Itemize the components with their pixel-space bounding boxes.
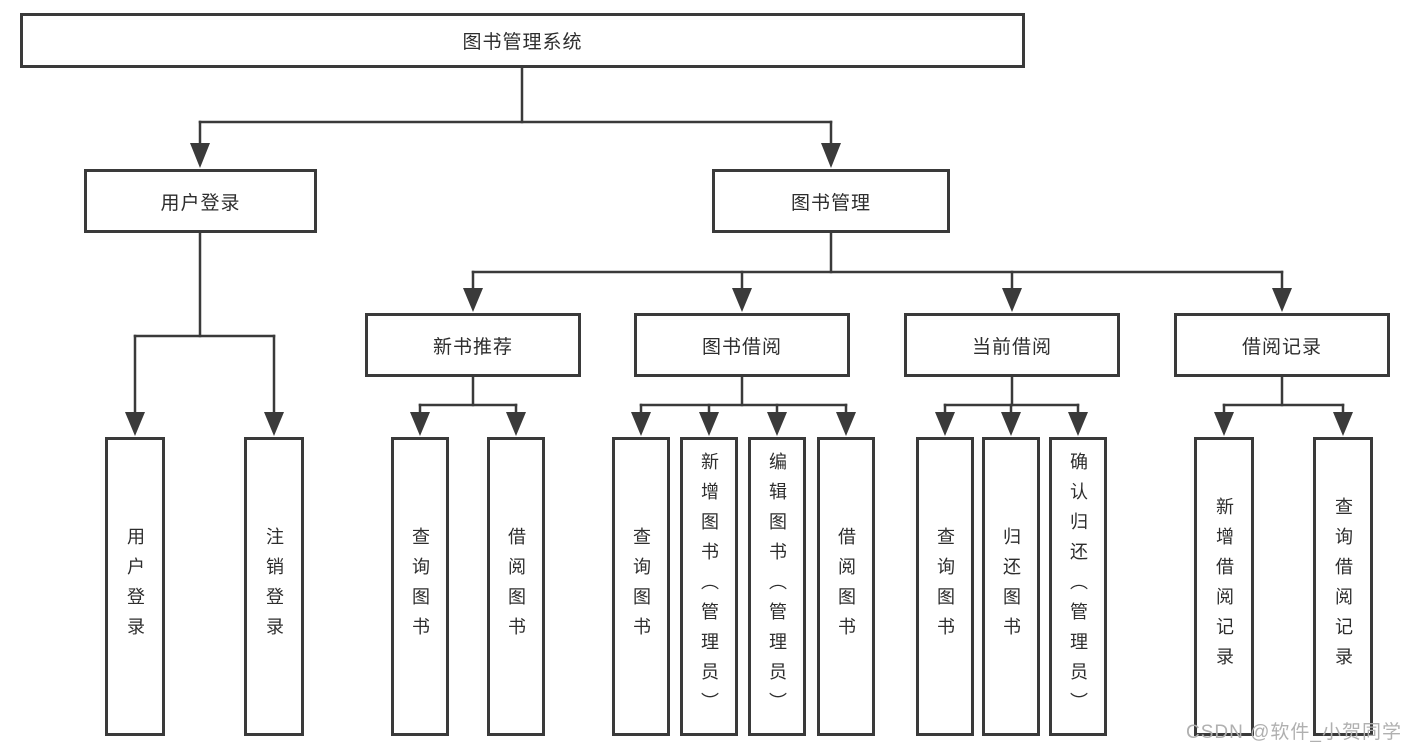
node-borrow-books-borrowing-label: 借阅图书 <box>836 526 856 647</box>
node-new-book-recommendation: 新书推荐 <box>365 313 581 377</box>
node-borrow-books-recommend-label: 借阅图书 <box>506 526 526 647</box>
node-user-login: 用户登录 <box>84 169 317 233</box>
node-confirm-return-admin-label: 确认归还（管理员） <box>1068 451 1088 722</box>
node-return-books-label: 归还图书 <box>1001 526 1021 647</box>
node-library-management-system: 图书管理系统 <box>20 13 1025 68</box>
node-confirm-return-admin: 确认归还（管理员） <box>1049 437 1107 736</box>
node-return-books: 归还图书 <box>982 437 1040 736</box>
node-user-login-leaf-label: 用户登录 <box>125 526 145 647</box>
node-add-book-admin: 新增图书（管理员） <box>680 437 738 736</box>
node-logout-label: 注销登录 <box>264 526 284 647</box>
node-query-books-recommend-label: 查询图书 <box>410 526 430 647</box>
node-query-books-recommend: 查询图书 <box>391 437 449 736</box>
node-borrowing-records: 借阅记录 <box>1174 313 1390 377</box>
node-current-borrowing: 当前借阅 <box>904 313 1120 377</box>
watermark: CSDN @软件_小贺同学 <box>1186 722 1402 743</box>
node-logout: 注销登录 <box>244 437 304 736</box>
node-query-books-borrowing-label: 查询图书 <box>631 526 651 647</box>
node-edit-book-admin-label: 编辑图书（管理员） <box>767 451 787 722</box>
node-book-borrowing: 图书借阅 <box>634 313 850 377</box>
node-borrow-books-recommend: 借阅图书 <box>487 437 545 736</box>
node-query-books-current-label: 查询图书 <box>935 526 955 647</box>
node-add-borrow-record: 新增借阅记录 <box>1194 437 1254 736</box>
node-book-management: 图书管理 <box>712 169 950 233</box>
node-edit-book-admin: 编辑图书（管理员） <box>748 437 806 736</box>
node-add-book-admin-label: 新增图书（管理员） <box>699 451 719 722</box>
node-query-books-current: 查询图书 <box>916 437 974 736</box>
node-query-borrow-record: 查询借阅记录 <box>1313 437 1373 736</box>
node-query-books-borrowing: 查询图书 <box>612 437 670 736</box>
node-user-login-leaf: 用户登录 <box>105 437 165 736</box>
node-add-borrow-record-label: 新增借阅记录 <box>1214 496 1234 677</box>
node-borrow-books-borrowing: 借阅图书 <box>817 437 875 736</box>
node-query-borrow-record-label: 查询借阅记录 <box>1333 496 1353 677</box>
